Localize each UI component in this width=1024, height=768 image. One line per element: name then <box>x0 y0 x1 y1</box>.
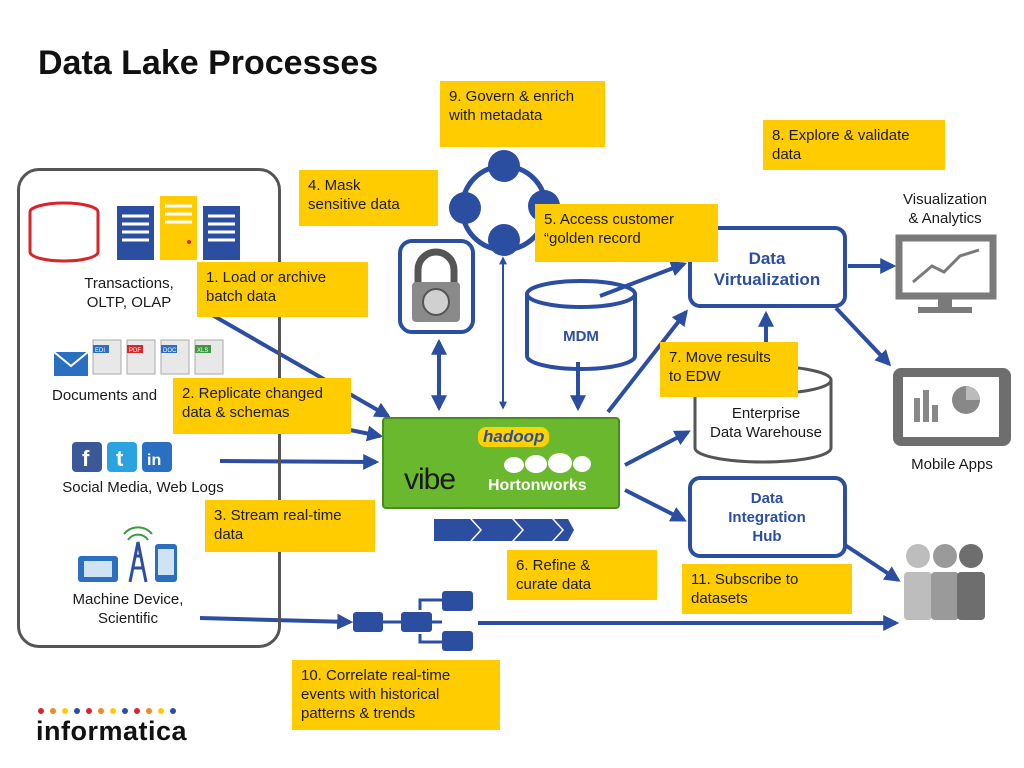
visualization-label: Visualization & Analytics <box>903 191 987 227</box>
step-4-note: 4. Mask sensitive data <box>299 170 438 226</box>
source-transactions-label: Transactions, OLTP, OLAP <box>84 275 174 311</box>
source-documents-label: Documents and <box>52 387 158 404</box>
server-stack-icon <box>117 196 240 260</box>
source-social-label: Social Media, Web Logs <box>62 479 224 496</box>
document-icons: EDI PDF DOC XLS <box>92 339 224 375</box>
step-6-note: 6. Refine & curate data <box>507 550 657 600</box>
flow-arrows <box>199 256 901 631</box>
brand-dots <box>38 708 176 714</box>
mobile-apps-label: Mobile Apps <box>911 456 993 473</box>
social-icons: f t in <box>72 442 172 472</box>
page-title: Data Lake Processes <box>38 44 379 82</box>
arrow-stream <box>219 453 380 470</box>
step-7-note: 7. Move results to EDW <box>660 342 798 397</box>
data-virtualization-box <box>688 226 847 308</box>
vibe-logo: vibe <box>404 463 456 496</box>
refine-chevrons <box>434 519 574 541</box>
source-machine-label: Machine Device, Scientific <box>72 591 184 627</box>
step-2-note: 2. Replicate changed data & schemas <box>173 378 351 434</box>
data-integration-hub-box <box>688 476 847 558</box>
doc-badge: EDI <box>95 348 105 354</box>
twitter-icon: t <box>116 446 124 471</box>
informatica-logo: informatica <box>36 716 188 746</box>
hadoop-logo: hadoop <box>478 427 550 447</box>
mdm-label: MDM <box>563 328 599 345</box>
hortonworks-logo: Hortonworks <box>488 477 587 494</box>
event-correlation-icon <box>353 591 473 651</box>
edw-label: Enterprise Data Warehouse <box>709 405 822 441</box>
device-icons <box>78 526 177 583</box>
doc-badge: PDF <box>129 348 141 354</box>
doc-badge: DOC <box>163 348 177 354</box>
step-11-note: 11. Subscribe to datasets <box>682 564 852 614</box>
arrow-batch-load <box>199 306 391 418</box>
arrow-mdm-to-virtualization <box>599 261 687 298</box>
arrow-to-integration-hub <box>624 488 687 522</box>
step-9-note: 9. Govern & enrich with metadata <box>440 81 605 147</box>
step-1-note: 1. Load or archive batch data <box>197 262 368 317</box>
doc-badge: XLS <box>197 348 208 354</box>
arrow-machine-events <box>199 613 354 630</box>
step-3-note: 3. Stream real-time data <box>205 500 375 552</box>
arrow-to-virtualization <box>606 309 688 414</box>
mail-icon <box>53 351 89 376</box>
mobile-tablet-icon <box>893 368 1011 446</box>
arrow-to-subscribers <box>843 543 901 582</box>
people-icon <box>904 544 985 620</box>
data-virtualization-label: Data Virtualization <box>713 249 821 289</box>
step-8-note: 8. Explore & validate data <box>763 120 945 170</box>
step-5-note: 5. Access customer “golden record <box>535 204 718 262</box>
elephant-icons <box>504 453 591 473</box>
facebook-icon: f <box>82 446 90 471</box>
arrow-to-edw <box>624 430 691 467</box>
analytics-monitor-icon <box>895 234 997 313</box>
linkedin-icon: in <box>147 452 161 469</box>
database-icon <box>28 201 100 263</box>
hadoop-platform-box: hadoop vibe Hortonworks <box>382 417 620 509</box>
step-10-note: 10. Correlate real-time events with hist… <box>292 660 500 730</box>
arrow-to-mobile <box>834 306 892 367</box>
lock-icon <box>398 239 475 334</box>
integration-hub-label: Data Integration Hub <box>728 490 806 545</box>
mdm-database <box>525 279 637 371</box>
